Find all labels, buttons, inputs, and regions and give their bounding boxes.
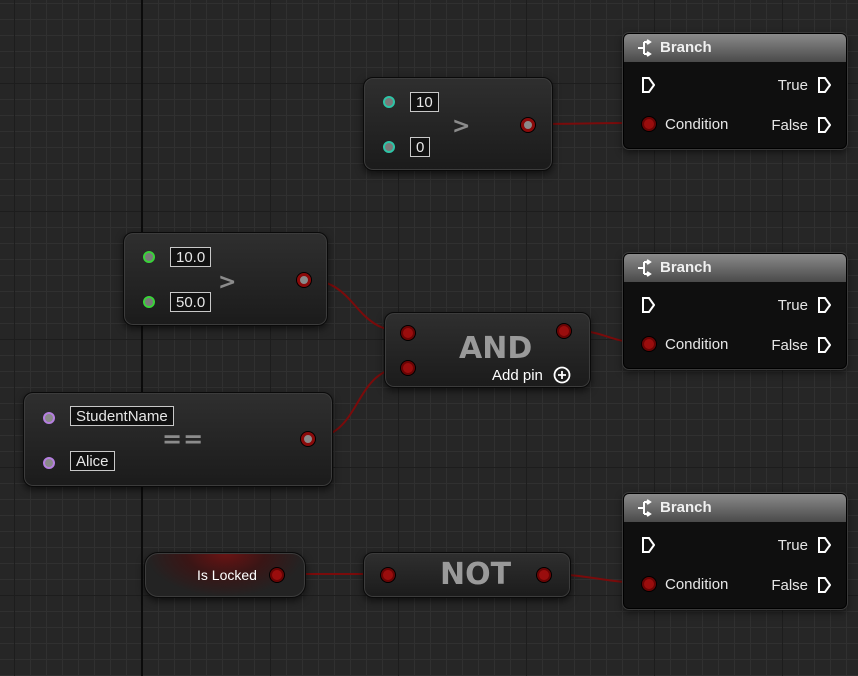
- greater-operator-glyph: >: [218, 270, 237, 295]
- condition-input-pin[interactable]: [642, 117, 656, 131]
- int-value-a-field[interactable]: 10: [410, 92, 439, 112]
- branch-icon: [638, 39, 652, 57]
- true-label: True: [777, 297, 808, 314]
- string-value-b-field[interactable]: Alice: [70, 451, 115, 471]
- branch-title: Branch: [660, 499, 712, 516]
- not-output-pin[interactable]: [537, 568, 551, 582]
- branch-node-1[interactable]: Branch True Condition False: [623, 33, 847, 149]
- string-input-pin-b[interactable]: [43, 457, 55, 469]
- condition-input-pin[interactable]: [642, 337, 656, 351]
- int-input-pin-a[interactable]: [383, 96, 395, 108]
- exec-input-pin[interactable]: [641, 536, 655, 554]
- condition-label: Condition: [665, 116, 729, 133]
- add-pin-button[interactable]: Add pin: [492, 366, 571, 384]
- condition-input-pin[interactable]: [642, 577, 656, 591]
- branch-title: Branch: [660, 259, 712, 276]
- false-label: False: [771, 117, 808, 134]
- float-value-b-field[interactable]: 50.0: [170, 292, 212, 312]
- string-equal-output-pin[interactable]: [301, 432, 315, 446]
- float-input-pin-b[interactable]: [143, 296, 155, 308]
- add-pin-label: Add pin: [492, 367, 543, 384]
- string-equal-node[interactable]: StudentName Alice ==: [23, 392, 333, 487]
- exec-true-output-pin[interactable]: [817, 296, 831, 314]
- true-label: True: [777, 537, 808, 554]
- int-greater-output-pin[interactable]: [521, 118, 535, 132]
- and-title: AND: [459, 331, 533, 366]
- exec-false-output-pin[interactable]: [817, 116, 831, 134]
- and-node[interactable]: AND Add pin: [384, 312, 591, 388]
- not-node[interactable]: NOT: [363, 552, 571, 598]
- is-locked-output-pin[interactable]: [270, 568, 284, 582]
- float-greater-output-pin[interactable]: [297, 273, 311, 287]
- int-input-pin-b[interactable]: [383, 141, 395, 153]
- exec-true-output-pin[interactable]: [817, 76, 831, 94]
- exec-false-output-pin[interactable]: [817, 336, 831, 354]
- not-title: NOT: [440, 557, 512, 592]
- is-locked-label: Is Locked: [197, 567, 257, 583]
- and-output-pin[interactable]: [557, 324, 571, 338]
- branch-header[interactable]: Branch: [624, 34, 846, 62]
- equal-operator-glyph: ==: [162, 425, 205, 453]
- branch-header[interactable]: Branch: [624, 254, 846, 282]
- int-greater-node[interactable]: 10 0 >: [363, 77, 553, 171]
- is-locked-variable-node[interactable]: Is Locked: [144, 552, 306, 598]
- branch-node-3[interactable]: Branch True Condition False: [623, 493, 847, 609]
- exec-input-pin[interactable]: [641, 296, 655, 314]
- add-pin-icon: [553, 366, 571, 384]
- exec-input-pin[interactable]: [641, 76, 655, 94]
- and-input-pin-a[interactable]: [401, 326, 415, 340]
- float-greater-node[interactable]: 10.0 50.0 >: [123, 232, 328, 326]
- condition-label: Condition: [665, 336, 729, 353]
- branch-header[interactable]: Branch: [624, 494, 846, 522]
- not-input-pin[interactable]: [381, 568, 395, 582]
- string-value-a-field[interactable]: StudentName: [70, 406, 174, 426]
- branch-node-2[interactable]: Branch True Condition False: [623, 253, 847, 369]
- false-label: False: [771, 577, 808, 594]
- grid-origin-line: [141, 0, 143, 676]
- int-value-b-field[interactable]: 0: [410, 137, 431, 157]
- and-input-pin-b[interactable]: [401, 361, 415, 375]
- false-label: False: [771, 337, 808, 354]
- condition-label: Condition: [665, 576, 729, 593]
- greater-operator-glyph: >: [452, 114, 471, 139]
- string-input-pin-a[interactable]: [43, 412, 55, 424]
- float-value-a-field[interactable]: 10.0: [170, 247, 212, 267]
- exec-true-output-pin[interactable]: [817, 536, 831, 554]
- branch-icon: [638, 499, 652, 517]
- exec-false-output-pin[interactable]: [817, 576, 831, 594]
- branch-icon: [638, 259, 652, 277]
- true-label: True: [777, 77, 808, 94]
- float-input-pin-a[interactable]: [143, 251, 155, 263]
- branch-title: Branch: [660, 39, 712, 56]
